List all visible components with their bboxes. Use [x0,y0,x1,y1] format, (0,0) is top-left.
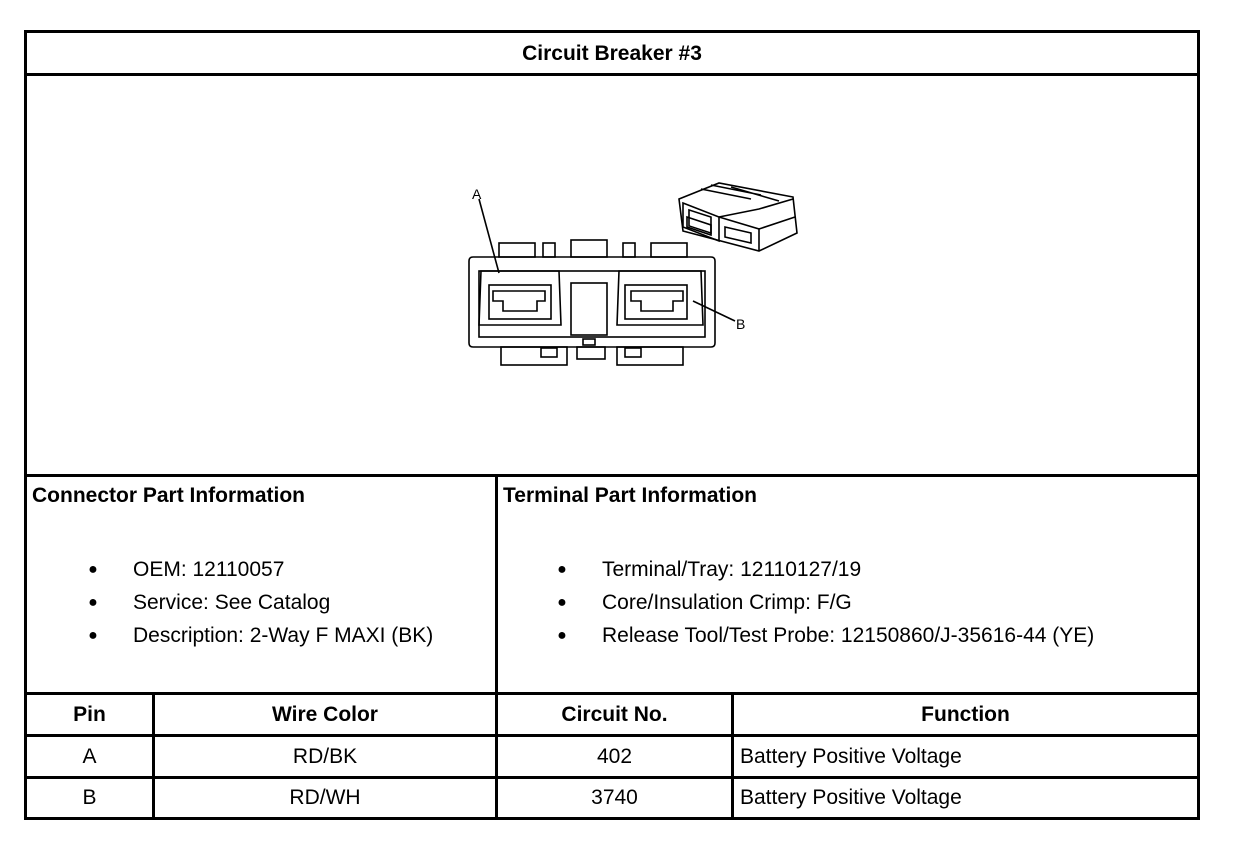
list-item: ●Service: See Catalog [83,586,433,619]
terminal-info-list: ●Terminal/Tray: 12110127/19 ●Core/Insula… [552,553,1094,652]
table-cell-function: Battery Positive Voltage [740,744,962,768]
bullet-icon: ● [88,627,98,644]
list-item: ●OEM: 12110057 [83,553,433,586]
table-cell-pin: A [82,744,97,768]
connector-body-outline [468,256,716,348]
table-cell-pin: B [82,786,97,809]
callout-a-leader [478,198,500,274]
callout-b-leader [692,300,736,322]
divider-info-columns [495,477,498,692]
table-cell-function: Battery Positive Voltage [740,786,962,809]
connector-inset-view [678,182,798,252]
connector-info-heading: Connector Part Information [32,484,306,507]
table-header-rule [27,734,1197,737]
list-item: ●Release Tool/Test Probe: 12150860/J-356… [552,619,1094,652]
table-cell-wire-color: RD/BK [292,744,358,768]
table-top-rule [27,692,1197,695]
callout-b-label: B [736,316,745,332]
bullet-icon: ● [88,594,98,611]
table-col-rule [731,695,734,817]
table-cell-circuit-no: 3740 [591,786,638,809]
table-row-rule [27,776,1197,779]
bullet-icon: ● [557,594,567,611]
divider-diagram [27,474,1197,477]
list-item: ●Description: 2-Way F MAXI (BK) [83,619,433,652]
bullet-icon: ● [88,561,98,578]
connector-drawing: A B [468,182,798,366]
page-title: Circuit Breaker #3 [522,42,702,65]
callout-a-label: A [472,186,482,202]
divider-title [27,73,1197,76]
table-col-rule [152,695,155,817]
table-cell-circuit-no: 402 [596,744,633,768]
column-header-pin: Pin [73,702,106,726]
connector-info-list: ●OEM: 12110057 ●Service: See Catalog ●De… [83,553,433,652]
column-header-circuit-no: Circuit No. [561,702,668,726]
list-item: ●Terminal/Tray: 12110127/19 [552,553,1094,586]
bullet-icon: ● [557,561,567,578]
table-col-rule [495,695,498,817]
column-header-function: Function [921,702,1010,726]
list-item: ●Core/Insulation Crimp: F/G [552,586,1094,619]
table-cell-wire-color: RD/WH [289,786,361,809]
terminal-info-heading: Terminal Part Information [503,484,757,507]
bullet-icon: ● [557,627,567,644]
connector-frame: Circuit Breaker #3 [24,30,1200,820]
connector-diagram-area: A B [27,77,1197,477]
column-header-wire-color: Wire Color [272,702,378,726]
